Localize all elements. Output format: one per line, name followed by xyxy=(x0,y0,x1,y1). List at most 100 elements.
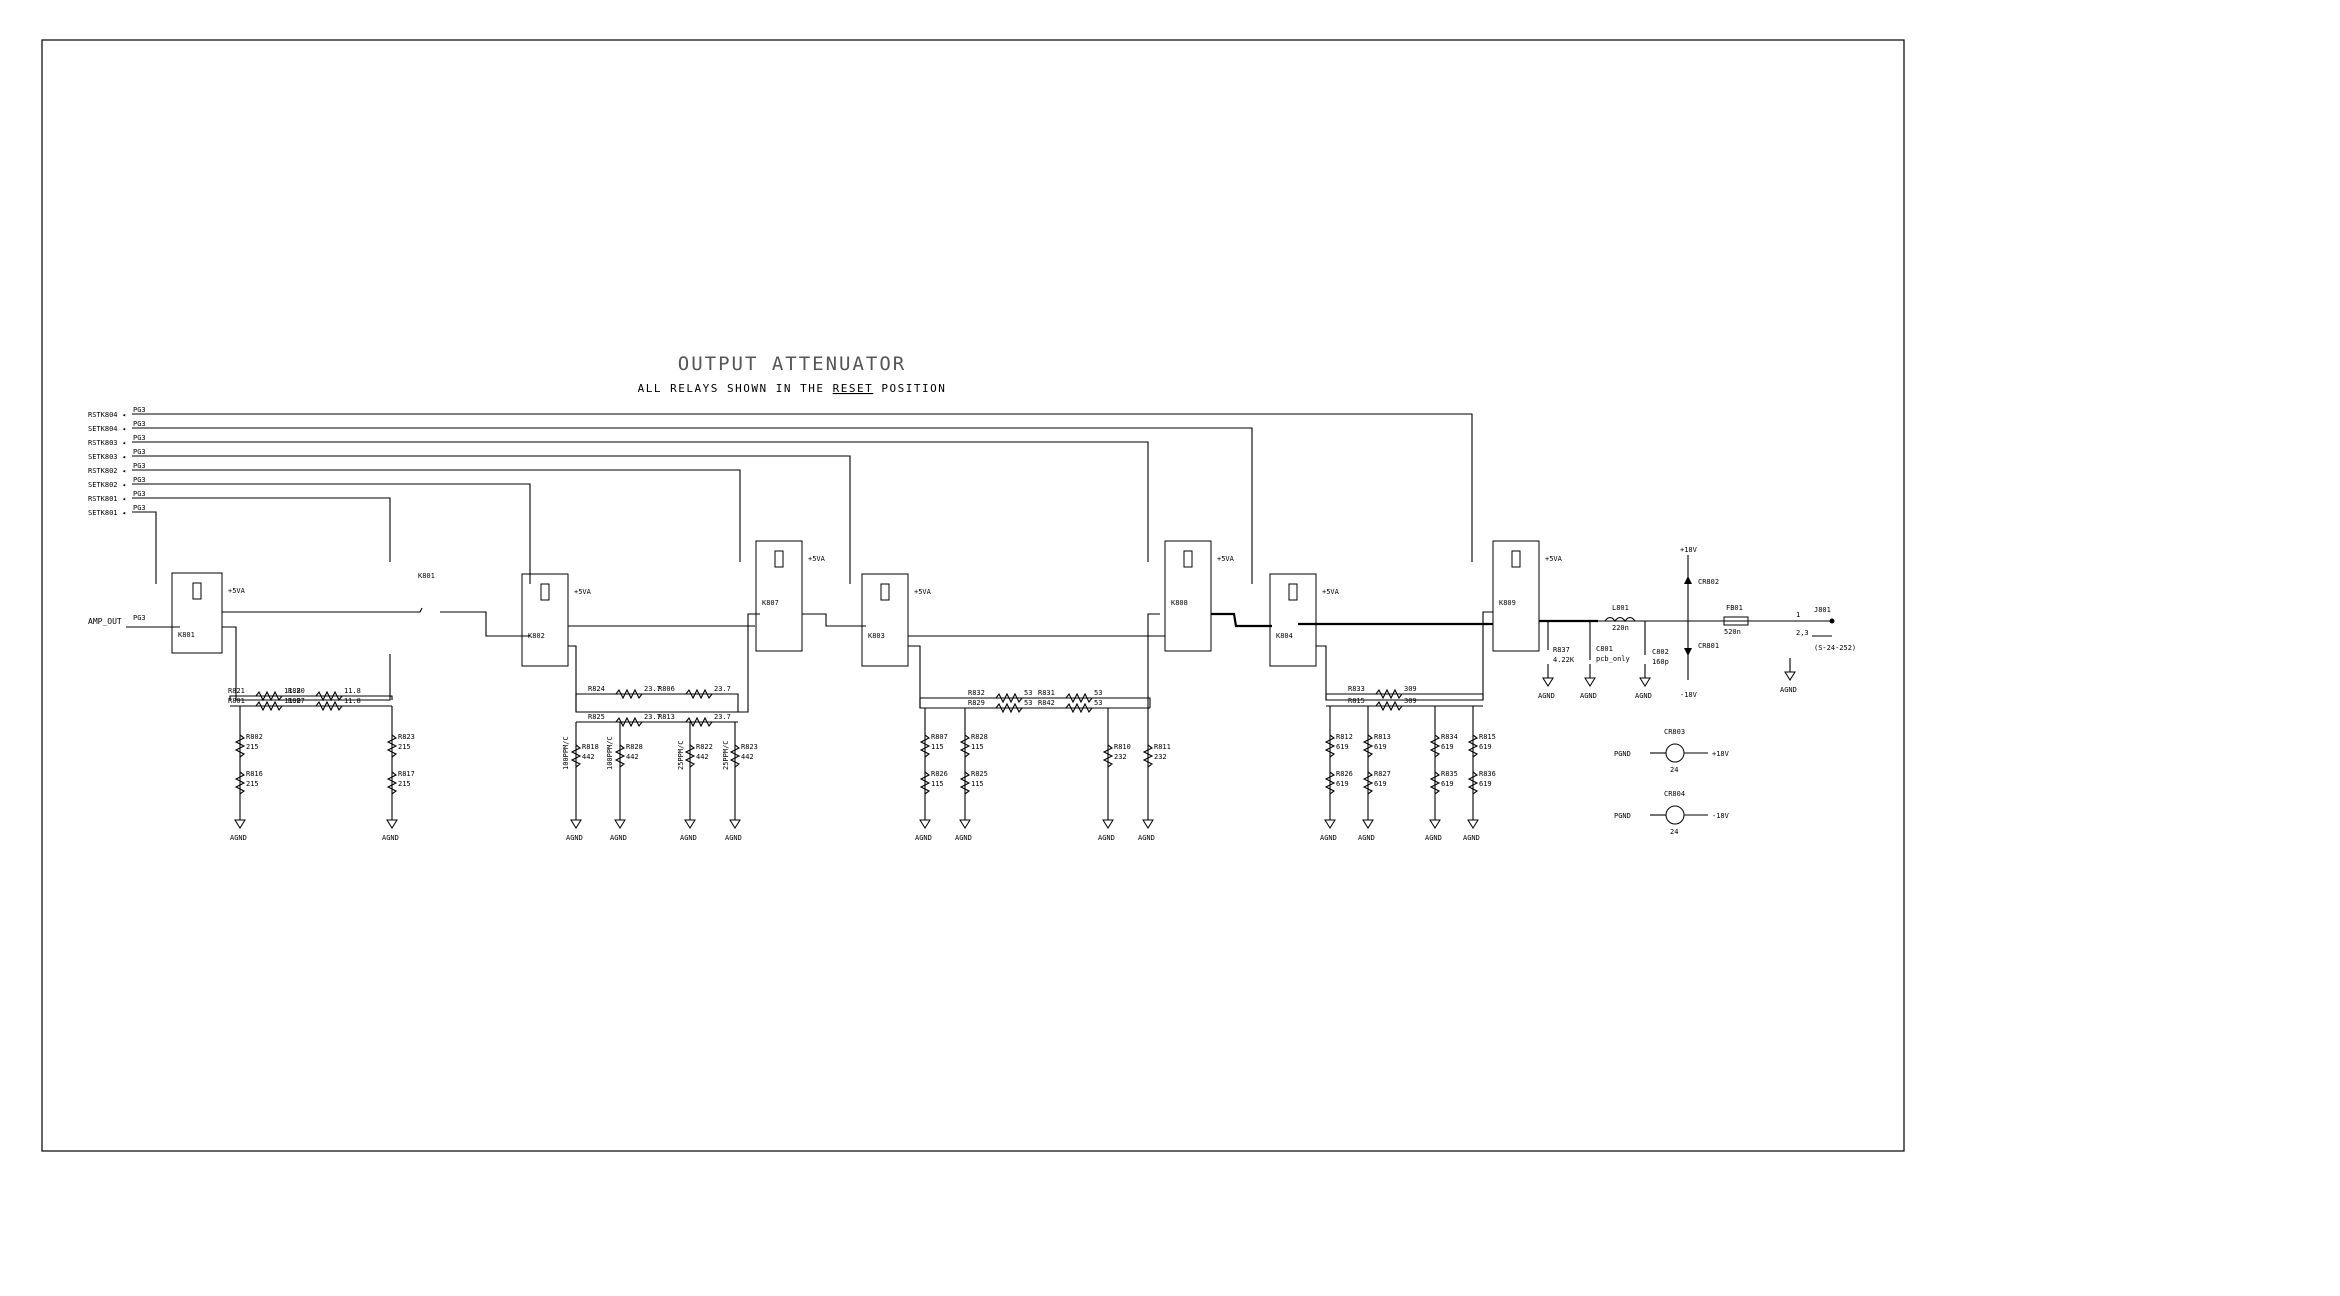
resistor-value: 442 xyxy=(582,753,595,761)
rail-pos: +18V xyxy=(1680,546,1698,554)
resistor-value: 619 xyxy=(1374,743,1387,751)
control-net-label: SETK802 ◂ xyxy=(88,481,126,489)
resistor-ref: R802 xyxy=(246,733,263,741)
resistor-value: 23.7 xyxy=(644,713,661,721)
diagram-subtitle: ALL RELAYS SHOWN IN THE RESET POSITION xyxy=(638,382,947,395)
resistor-ref: R810 xyxy=(1114,743,1131,751)
resistor-value: 115 xyxy=(931,743,944,751)
ladder-k802 xyxy=(575,693,739,820)
ground-icon xyxy=(1784,671,1796,681)
resistor-ref: R815 xyxy=(1348,697,1365,705)
relay-label: K801 xyxy=(178,631,195,639)
relay-label: K802 xyxy=(528,632,545,640)
resistor-symbol xyxy=(1467,734,1479,758)
resistor-symbol xyxy=(1065,702,1093,714)
resistor-value: 619 xyxy=(1336,780,1349,788)
ground-label: AGND xyxy=(1580,692,1597,700)
resistor-ref: R828 xyxy=(626,743,643,751)
ground-icon xyxy=(1102,819,1114,829)
resistor-symbol xyxy=(1065,692,1093,704)
ground-label: AGND xyxy=(1463,834,1480,842)
resistor-symbol xyxy=(1102,744,1114,768)
cr804-pgnd: PGND xyxy=(1614,812,1631,820)
resistor-ref: R825 xyxy=(971,770,988,778)
cr804-val: 24 xyxy=(1670,828,1678,836)
resistor-value: 115 xyxy=(971,743,984,751)
fb01-ref: FB01 xyxy=(1726,604,1743,612)
ground-label: AGND xyxy=(680,834,697,842)
resistor-tempco-note: 100PPM/C xyxy=(562,736,570,770)
resistor-symbol xyxy=(995,702,1023,714)
resistor-ref: R826 xyxy=(931,770,948,778)
relay-power-label: +5VA xyxy=(1545,555,1563,563)
resistor-tempco-note: 25PPM/C xyxy=(677,740,685,770)
resistor-ref: R824 xyxy=(588,685,605,693)
ground-label: AGND xyxy=(955,834,972,842)
relay-power-label: +5VA xyxy=(914,588,932,596)
resistor-value: 619 xyxy=(1479,743,1492,751)
control-net-label: SETK803 ◂ xyxy=(88,453,126,461)
control-net-line xyxy=(132,413,1473,562)
control-page-ref: PG3 xyxy=(133,434,146,442)
resistor-value: 11.8 xyxy=(284,687,301,695)
ground-icon xyxy=(729,819,741,829)
ground-label: AGND xyxy=(1098,834,1115,842)
ground-icon xyxy=(959,819,971,829)
resistor-symbol xyxy=(684,744,696,768)
fb01-val: 520n xyxy=(1724,628,1741,636)
resistor-symbol xyxy=(255,700,283,712)
ground-label: AGND xyxy=(915,834,932,842)
resistor-symbol xyxy=(315,700,343,712)
rail-neg: -18V xyxy=(1680,691,1698,699)
resistor-ref: R806 xyxy=(658,685,675,693)
resistor-ref: R834 xyxy=(1441,733,1458,741)
resistor-value: 215 xyxy=(398,743,411,751)
resistor-symbol xyxy=(919,771,931,795)
resistor-value: 53 xyxy=(1024,699,1032,707)
c801-ref: C801 xyxy=(1596,645,1613,653)
resistor-value: 309 xyxy=(1404,697,1417,705)
resistor-ref: R822 xyxy=(696,743,713,751)
output-section: C801 pcb_only L801 220n C802 160p CR802 … xyxy=(1547,546,1856,836)
resistor-value: 215 xyxy=(246,743,259,751)
control-net-label: SETK801 ◂ xyxy=(88,509,126,517)
relay-label: K809 xyxy=(1499,599,1516,607)
ground-label: AGND xyxy=(725,834,742,842)
cr802-ref: CR802 xyxy=(1698,578,1719,586)
resistor-value: 442 xyxy=(696,753,709,761)
resistor-ref: R829 xyxy=(968,699,985,707)
resistor-ref: R826 xyxy=(1336,770,1353,778)
resistor-ref: R820 xyxy=(288,687,305,695)
resistor-value: 23.7 xyxy=(644,685,661,693)
resistor-tempco-note: 25PPM/C xyxy=(722,740,730,770)
control-page-ref: PG3 xyxy=(133,476,146,484)
relay-label: K808 xyxy=(1171,599,1188,607)
ladder-k804 xyxy=(1325,693,1484,820)
resistor-ref: R842 xyxy=(1038,699,1055,707)
resistor-value: 23.7 xyxy=(714,685,731,693)
resistor-value: 23.7 xyxy=(714,713,731,721)
control-net-line xyxy=(132,427,1253,584)
resistor-ref: R818 xyxy=(582,743,599,751)
ladder-k803 xyxy=(919,697,1151,820)
ground-label: AGND xyxy=(1780,686,1797,694)
resistor-value: 4.22K xyxy=(1553,656,1575,664)
resistor-symbol xyxy=(1375,700,1403,712)
resistor-symbol xyxy=(685,688,713,700)
ground-label: AGND xyxy=(230,834,247,842)
resistor-symbol xyxy=(1467,771,1479,795)
relay-coil xyxy=(540,583,550,601)
control-net-line xyxy=(132,483,531,584)
resistor-ref: R833 xyxy=(1348,685,1365,693)
ground-label: AGND xyxy=(1320,834,1337,842)
signal-path: AMP_OUT PG3 xyxy=(88,540,1790,713)
control-net-line xyxy=(132,511,157,584)
ground-label: AGND xyxy=(1138,834,1155,842)
ground-icon xyxy=(1142,819,1154,829)
control-page-ref: PG3 xyxy=(133,420,146,428)
relay-power-label: +5VA xyxy=(1322,588,1340,596)
relay-power-label: +5VA xyxy=(574,588,592,596)
resistor-ref: R807 xyxy=(931,733,948,741)
relay-power-label: +5VA xyxy=(1217,555,1235,563)
